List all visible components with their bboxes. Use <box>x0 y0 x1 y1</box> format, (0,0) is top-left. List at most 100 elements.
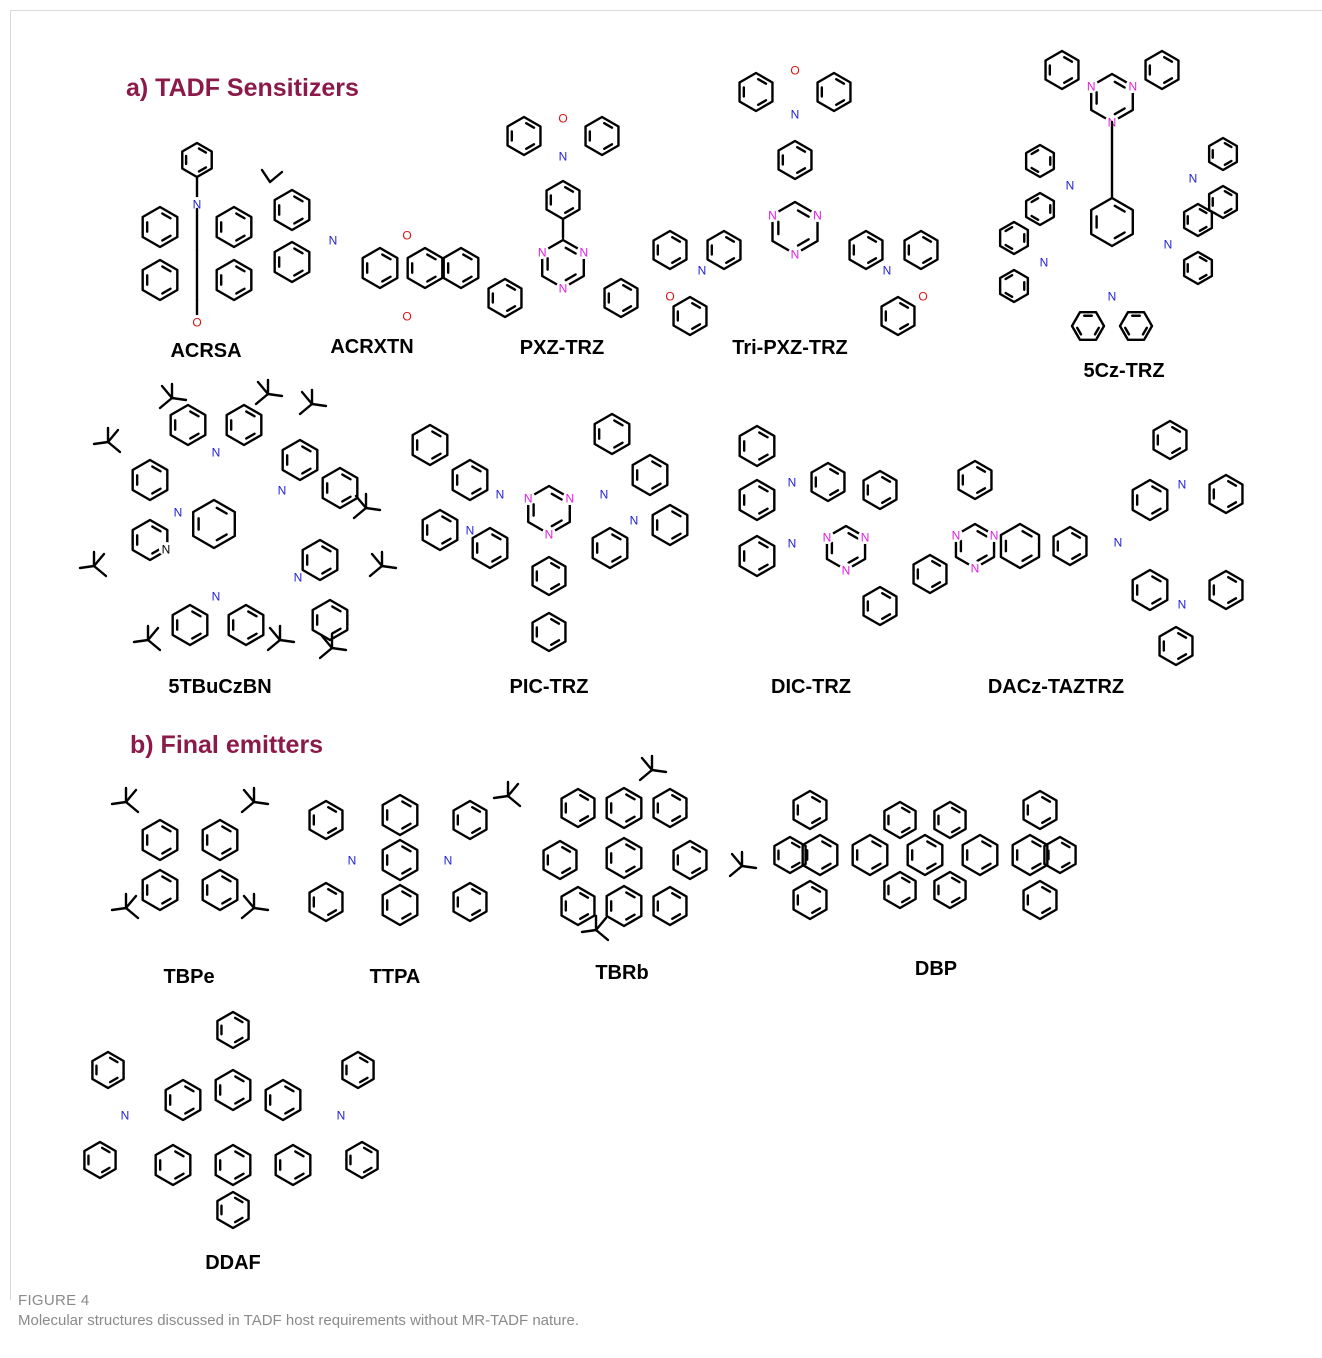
bond <box>1226 576 1238 583</box>
bond <box>221 847 232 855</box>
atom-label: N <box>212 446 221 460</box>
bond <box>106 440 122 454</box>
ring <box>487 277 523 319</box>
label-dbp: DBP <box>914 958 958 980</box>
bond <box>821 840 832 848</box>
bond <box>240 800 256 814</box>
bond <box>78 564 96 570</box>
bond <box>266 638 282 652</box>
bond <box>795 146 807 153</box>
bond <box>242 894 256 910</box>
label-ddaf: DDAF <box>205 1252 261 1274</box>
bond <box>670 815 682 822</box>
bond <box>470 806 482 813</box>
bond <box>1113 231 1126 240</box>
bond <box>670 892 682 899</box>
ring <box>605 836 643 880</box>
bond <box>298 402 314 416</box>
bond <box>900 826 911 834</box>
bond <box>100 1166 111 1174</box>
bond <box>506 794 522 808</box>
ring <box>1144 49 1180 91</box>
bond <box>1030 166 1040 173</box>
bond <box>331 627 342 635</box>
ring <box>605 786 643 830</box>
ring <box>631 453 669 497</box>
bond <box>578 913 590 920</box>
ring <box>848 229 884 271</box>
label-tri-pxz-trz: Tri-PXZ-TRZ <box>732 337 848 359</box>
label-acrxtn: ACRXTN <box>330 336 414 358</box>
bond <box>358 1056 369 1064</box>
bond <box>578 892 590 899</box>
bond <box>1040 886 1052 893</box>
atom-label: N <box>174 506 183 520</box>
bond <box>790 841 801 849</box>
ring <box>1208 569 1244 611</box>
atom-label: O <box>402 229 411 243</box>
atom-bg <box>916 289 930 303</box>
ring <box>883 870 917 910</box>
bond <box>880 592 892 599</box>
bond <box>847 556 859 565</box>
bond <box>1198 225 1208 232</box>
bond <box>293 269 304 277</box>
ring <box>706 229 742 271</box>
bond <box>364 506 382 512</box>
bond <box>898 323 910 330</box>
atom-bg <box>159 542 173 556</box>
bond <box>197 166 208 173</box>
bond <box>215 506 228 515</box>
atom-bg <box>858 530 873 544</box>
bond <box>110 800 128 806</box>
bond <box>381 253 392 261</box>
bond <box>810 796 822 803</box>
bond <box>580 928 598 934</box>
atom-label: N <box>545 528 554 542</box>
bond <box>330 646 348 652</box>
bond <box>758 485 769 493</box>
atom-bg <box>785 475 799 489</box>
ring <box>777 139 813 181</box>
section-a-title: a) TADF Sensitizers <box>126 74 359 102</box>
atom-label: N <box>121 1109 130 1123</box>
bond <box>1070 532 1082 539</box>
bond <box>233 1036 244 1044</box>
bond <box>284 1085 295 1093</box>
bond <box>611 555 622 563</box>
atom-bg <box>765 208 780 222</box>
ring <box>1022 789 1058 831</box>
bond <box>625 793 636 801</box>
bond <box>880 476 892 483</box>
bond <box>758 507 769 515</box>
bond <box>505 284 517 291</box>
bond <box>247 610 258 618</box>
atom-bg <box>400 309 414 323</box>
bond <box>756 78 768 85</box>
bond <box>1113 107 1126 116</box>
bond <box>234 1075 245 1083</box>
bond <box>293 195 304 203</box>
ring <box>862 585 898 627</box>
bond <box>1170 426 1182 433</box>
bond <box>871 862 882 870</box>
ring <box>406 246 444 290</box>
bond <box>221 875 232 883</box>
ring <box>1118 310 1154 342</box>
bond <box>1040 907 1052 914</box>
atom-bg <box>1111 535 1125 549</box>
bond <box>1031 840 1042 848</box>
bond <box>431 430 442 438</box>
bond <box>950 876 961 884</box>
bond <box>470 827 482 834</box>
atom-label: N <box>348 854 357 868</box>
bond <box>810 817 822 824</box>
bond <box>690 323 702 330</box>
atom-label: N <box>565 492 574 506</box>
atom-label: N <box>823 531 832 545</box>
atom-bg <box>788 63 802 77</box>
bond <box>651 482 662 490</box>
ring <box>738 478 776 522</box>
bond <box>174 1172 185 1180</box>
atom-label: N <box>861 531 870 545</box>
